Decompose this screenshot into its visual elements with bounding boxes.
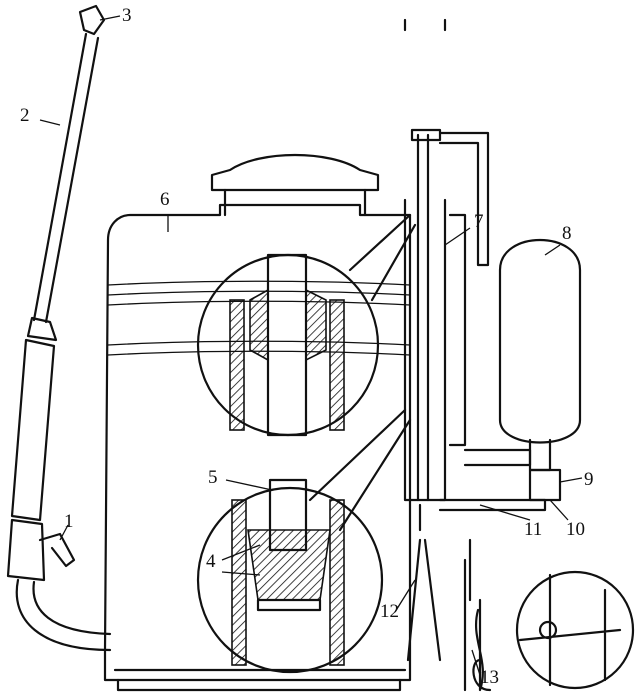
label-9: 9 [584, 469, 594, 490]
label-4: 4 [206, 551, 216, 572]
pump-assembly [403, 18, 490, 662]
spray-lance [6, 4, 112, 652]
label-12: 12 [380, 601, 399, 622]
label-1: 1 [64, 511, 74, 532]
lower-detail-circle [196, 408, 412, 674]
label-2: 2 [20, 105, 30, 126]
label-13: 13 [480, 667, 499, 688]
label-10: 10 [566, 519, 585, 540]
leader-lines [39, 15, 583, 676]
upper-detail-circle [196, 213, 417, 437]
label-5: 5 [208, 467, 218, 488]
label-6: 6 [160, 189, 170, 210]
air-chamber [438, 239, 582, 512]
label-3: 3 [122, 5, 132, 26]
lever-detail-circle [463, 538, 635, 692]
label-7: 7 [474, 211, 484, 232]
label-8: 8 [562, 223, 572, 244]
label-11: 11 [524, 519, 543, 540]
